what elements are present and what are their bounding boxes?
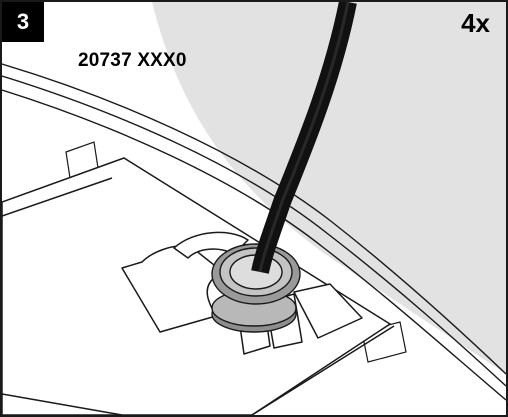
housing-rim [2, 63, 506, 401]
quantity-label: 4x [461, 8, 490, 38]
housing-tabs [65, 141, 407, 363]
step-number-badge: 3 [2, 2, 44, 42]
shaded-surface [152, 2, 506, 374]
cable-grommet [211, 243, 301, 333]
cable [251, 2, 357, 274]
part-number-label: 20737 XXX0 [78, 50, 187, 71]
